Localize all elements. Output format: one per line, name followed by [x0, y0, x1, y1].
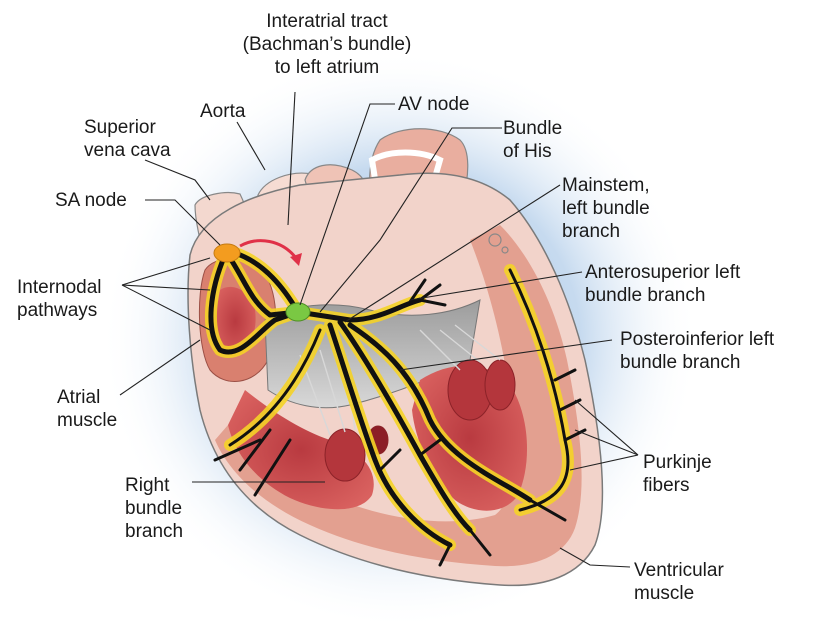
ventricular-muscle-band: [215, 225, 582, 567]
label-aorta: Aorta: [200, 101, 246, 122]
papillary-muscles: [324, 359, 516, 482]
label-internodal-pathways: Internodal pathways: [17, 277, 102, 321]
coronary-vessels: [488, 233, 509, 254]
label-mainstem-left-bundle-branch: Mainstem, left bundle branch: [562, 175, 650, 242]
label-interatrial-tract: Interatrial tract (Bachman’s bundle) to …: [242, 11, 412, 78]
sa-node: [213, 243, 241, 263]
label-sa-node: SA node: [55, 190, 127, 211]
label-atrial-muscle: Atrial muscle: [57, 387, 118, 431]
label-bundle-of-his: Bundle of His: [503, 118, 563, 162]
label-posteroinferior-left-bundle-branch: Posteroinferior left bundle branch: [620, 329, 775, 373]
label-ventricular-muscle: Ventricular muscle: [634, 560, 724, 604]
label-anterosuperior-left-bundle-branch: Anterosuperior left bundle branch: [585, 262, 741, 306]
av-node: [285, 302, 311, 322]
impulse-arrowhead: [290, 253, 302, 266]
label-right-bundle-branch: Right bundle branch: [125, 475, 184, 542]
label-superior-vena-cava: Superior vena cava: [84, 117, 171, 161]
impulse-arrow: [239, 239, 298, 259]
label-purkinje-fibers: Purkinje fibers: [643, 452, 712, 496]
label-av-node: AV node: [398, 94, 470, 115]
leader-lines: [119, 91, 639, 568]
